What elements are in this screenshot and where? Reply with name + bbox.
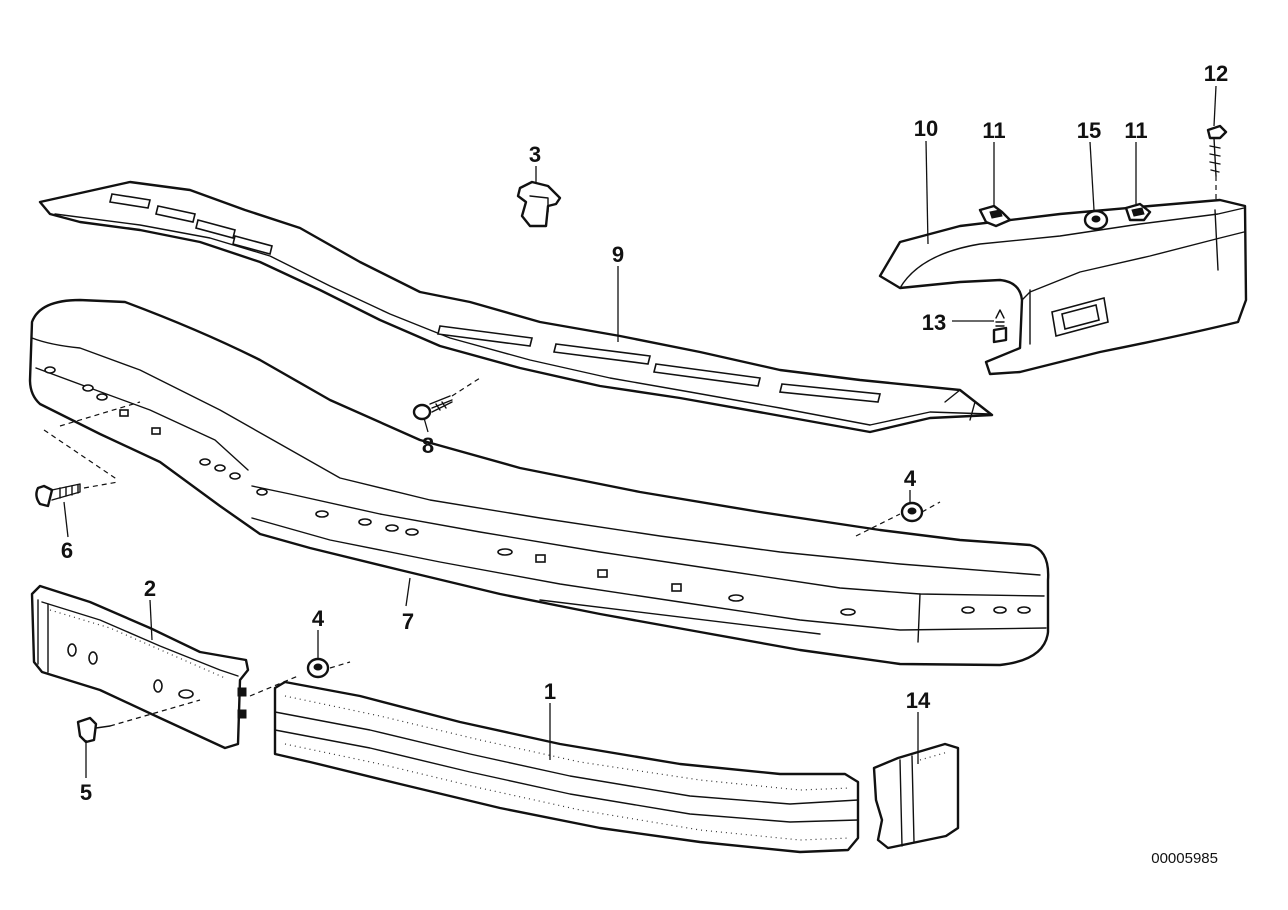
callout-11-right: 11: [1124, 118, 1147, 143]
part-10-corner-piece: [878, 198, 1248, 376]
callout-1: 1: [544, 679, 556, 704]
part-2-left-bracket: [30, 584, 250, 750]
callout-4-upper: 4: [904, 466, 917, 491]
part-5-fastener: [76, 716, 111, 744]
part-15-nut: [1083, 209, 1109, 231]
callout-2: 2: [144, 576, 156, 601]
callout-13: 13: [922, 310, 946, 335]
part-8-screw: [412, 395, 453, 421]
callout-5: 5: [80, 780, 92, 805]
document-number: 00005985: [1151, 850, 1218, 867]
leader-lines: [63, 85, 1217, 778]
callout-8: 8: [422, 433, 434, 458]
callout-3: 3: [529, 142, 541, 167]
callout-9: 9: [612, 242, 624, 267]
callout-11-left: 11: [982, 118, 1005, 143]
callout-4-lower: 4: [312, 606, 325, 631]
part-9-upper-cover: [38, 180, 994, 434]
part-4-nut-upper: [900, 501, 924, 523]
part-7-bumper-body: [28, 298, 1050, 667]
part-1-lower-strip: [273, 680, 860, 854]
part-6-bolt: [35, 483, 81, 508]
callout-labels: 3 9 8 6 4 7 2 4 1 14 5 10 11 15 11 12 13: [61, 61, 1228, 805]
part-11-clip-a: [978, 204, 1012, 228]
callout-12: 12: [1204, 61, 1228, 86]
assembly-lines: [43, 176, 1217, 727]
part-11-clip-b: [1124, 202, 1152, 222]
callout-7: 7: [402, 609, 414, 634]
part-3-clip: [516, 180, 562, 228]
callout-6: 6: [61, 538, 73, 563]
callout-15: 15: [1077, 118, 1101, 143]
callout-10: 10: [914, 116, 938, 141]
part-12-screw: [1206, 124, 1228, 177]
part-13-grommet: [992, 309, 1008, 344]
part-4-nut-lower: [306, 657, 330, 679]
callout-14: 14: [906, 688, 931, 713]
part-14-end-cap: [872, 742, 960, 850]
